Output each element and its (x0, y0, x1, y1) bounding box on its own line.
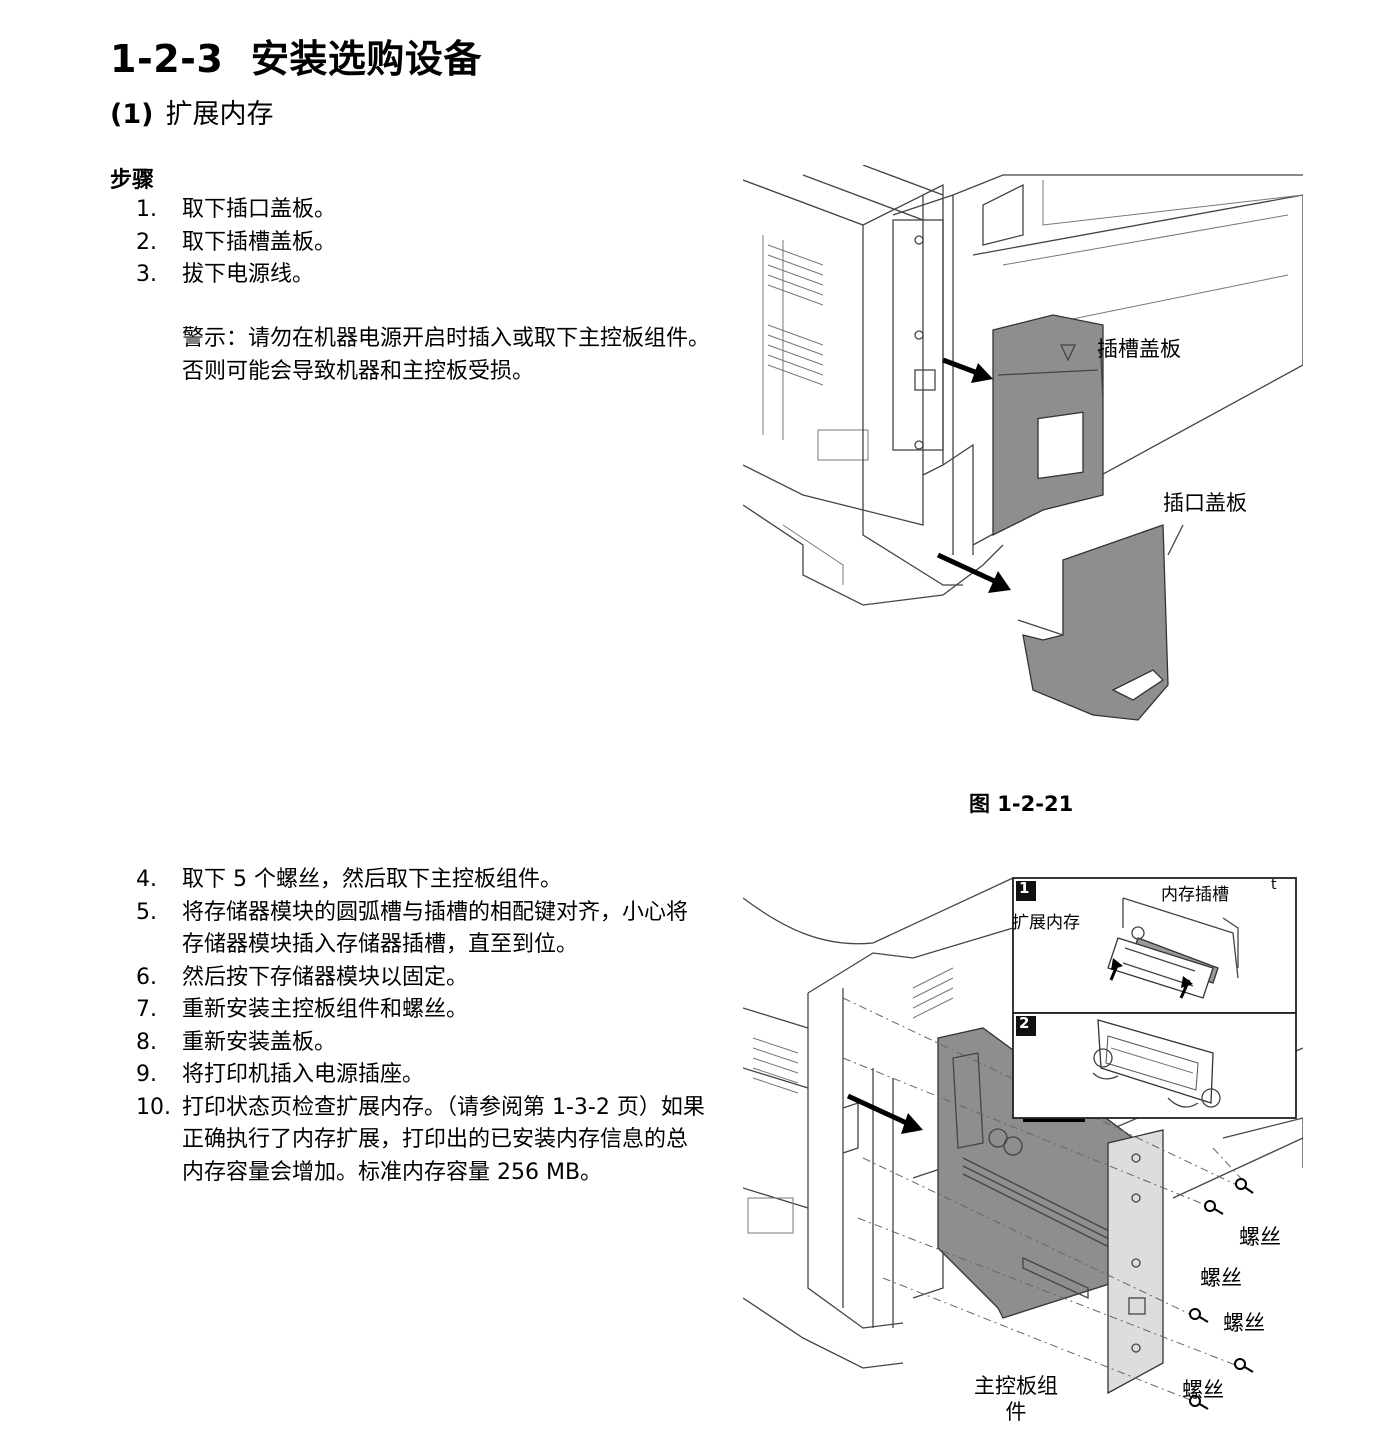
screws-drawing (1189, 1178, 1254, 1410)
removal-arrow-2 (846, 1093, 923, 1134)
warning-line-1: 警示：请勿在机器电源开启时插入或取下主控板组件。 (182, 326, 711, 351)
steps-heading: 步骤 (110, 168, 155, 193)
subsection-title: (1) 扩展内存 (110, 92, 273, 131)
main-board-drawing (937, 1027, 1164, 1395)
section-title: 1-2-3 安装选购设备 (110, 28, 482, 83)
memory-slot-label: 内存插槽 (1161, 885, 1229, 905)
slot-cover-drawing (992, 314, 1104, 537)
port-cover-label: 插口盖板 (1163, 491, 1247, 515)
inset-2-number: 2 (1019, 1014, 1030, 1032)
step-item: 2.取下插槽盖板。 (136, 229, 337, 255)
step-item: 3.拔下电源线。 (136, 262, 315, 287)
callout-inset-1 (1012, 877, 1297, 1014)
removal-arrows (936, 357, 1011, 593)
step-item: 7.重新安装主控板组件和螺丝。 (136, 997, 469, 1022)
callout-inset-2 (1012, 1012, 1297, 1119)
slot-cover-leader (1097, 349, 1104, 406)
step-item: 9.将打印机插入电源插座。 (136, 1062, 425, 1087)
warning-line-2: 否则可能会导致机器和主控板受损。 (182, 359, 535, 384)
slot-cover-label: 插槽盖板 (1097, 337, 1181, 361)
figure-1-caption: 图 1-2-21 (969, 792, 1074, 816)
steps-list-b: 4.取下 5 个螺丝，然后取下主控板组件。 5.将存储器模块的圆弧槽与插槽的相配… (136, 864, 706, 1189)
step-item: 5.将存储器模块的圆弧槽与插槽的相配键对齐，小心将存储器模块插入存储器插槽，直至… (136, 899, 689, 958)
printer-body-drawing (743, 165, 1303, 606)
inset-1-number: 1 (1019, 879, 1030, 897)
inset-corner-mark: t (1271, 877, 1277, 893)
screw-label-3: 螺丝 (1223, 1311, 1265, 1335)
step-item: 8.重新安装盖板。 (136, 1029, 337, 1055)
step-item: 6.然后按下存储器模块以固定。 (136, 964, 469, 990)
subsection-number: (1) (110, 99, 154, 130)
screw-label-4: 螺丝 (1182, 1378, 1224, 1402)
screw-label-1: 螺丝 (1239, 1225, 1281, 1249)
step-item: 10.打印状态页检查扩展内存。（请参阅第 1-3-2 页）如果正确执行了内存扩展… (136, 1094, 705, 1185)
step-item: 4.取下 5 个螺丝，然后取下主控板组件。 (136, 867, 562, 892)
step-item: 1.取下插口盖板。 (136, 197, 337, 222)
subsection-title-text: 扩展内存 (165, 99, 274, 130)
steps-list-a: 1.取下插口盖板。 2.取下插槽盖板。 3.拔下电源线。 (136, 194, 706, 292)
warning-note: 警示：请勿在机器电源开启时插入或取下主控板组件。 否则可能会导致机器和主控板受损… (182, 322, 712, 388)
figure-1-illustration (743, 165, 1303, 721)
section-number: 1-2-3 (110, 37, 224, 81)
main-board-label: 主控板组 件 (974, 1374, 1058, 1424)
port-cover-drawing (1017, 524, 1169, 721)
section-title-text: 安装选购设备 (250, 37, 482, 81)
figure-2-illustration (743, 877, 1303, 1410)
expansion-memory-label: 扩展内存 (1012, 913, 1080, 933)
port-cover-leader (1167, 524, 1184, 556)
screw-label-2: 螺丝 (1200, 1266, 1242, 1290)
